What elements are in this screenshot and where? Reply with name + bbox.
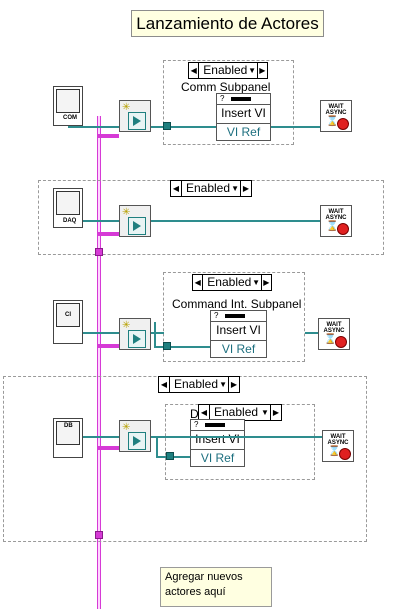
decrement-arrow-icon[interactable]: ◀ — [200, 408, 208, 417]
error-cluster-wire[interactable] — [97, 344, 119, 348]
ref-wire[interactable] — [154, 346, 210, 348]
ref-wire[interactable] — [154, 322, 156, 346]
tunnel-terminal[interactable] — [163, 122, 171, 130]
launch-actor-node-1[interactable]: ✳ — [119, 100, 151, 132]
decrement-arrow-icon[interactable]: ◀ — [172, 184, 180, 193]
stop-icon — [339, 448, 351, 460]
actor-icon-daq[interactable]: DAQ — [53, 188, 83, 228]
error-cluster-wire[interactable] — [97, 232, 119, 236]
stop-icon — [335, 336, 347, 348]
stop-icon — [337, 118, 349, 130]
insert-vi-method: Insert VI — [191, 431, 244, 450]
comment-note[interactable]: Agregar nuevos actores aquí — [160, 567, 272, 607]
case-selector-2[interactable]: ◀ Enabled ▼ ▶ — [170, 180, 252, 197]
increment-arrow-icon[interactable]: ▶ — [259, 66, 266, 75]
hourglass-icon: ⌛ — [326, 116, 339, 127]
diagram-title: Lanzamiento de Actores — [131, 10, 324, 37]
wait-async-node-4[interactable]: WAIT ASYNC⌛ — [322, 430, 354, 462]
increment-arrow-icon[interactable]: ▶ — [230, 380, 238, 389]
vi-ref-terminal: VI Ref — [200, 451, 235, 465]
hourglass-icon: ⌛ — [328, 446, 341, 457]
subpanel-caption-3: Command Int. Subpanel — [172, 297, 302, 311]
case-selector-1[interactable]: ◀ Enabled ▼ ▶ — [188, 62, 268, 79]
insert-vi-method: Insert VI — [211, 322, 266, 341]
dropdown-arrow-icon[interactable]: ▼ — [252, 278, 260, 287]
error-cluster-wire[interactable] — [97, 134, 119, 138]
ref-wire[interactable] — [68, 332, 164, 334]
wait-async-node-1[interactable]: WAIT ASYNC⌛ — [320, 100, 352, 132]
dropdown-arrow-icon[interactable]: ▼ — [248, 66, 256, 75]
ref-wire[interactable] — [156, 436, 324, 438]
increment-arrow-icon[interactable]: ▶ — [263, 278, 270, 287]
hourglass-icon: ⌛ — [324, 334, 337, 345]
tunnel-terminal[interactable] — [166, 452, 174, 460]
launch-actor-node-2[interactable]: ✳ — [119, 205, 151, 237]
ref-wire[interactable] — [305, 332, 323, 334]
actor-icon-com[interactable]: COM — [53, 86, 83, 126]
stop-icon — [337, 223, 349, 235]
insert-vi-method: Insert VI — [217, 105, 270, 124]
wait-async-node-3[interactable]: WAIT ASYNC⌛ — [318, 318, 350, 350]
dropdown-arrow-icon[interactable]: ▼ — [261, 408, 269, 417]
error-cluster-wire[interactable] — [97, 116, 101, 609]
dropdown-arrow-icon[interactable]: ▼ — [231, 184, 239, 193]
decrement-arrow-icon[interactable]: ◀ — [194, 278, 201, 287]
subpanel-caption-4: D — [190, 407, 199, 421]
tunnel-terminal[interactable] — [163, 342, 171, 350]
wire-junction[interactable] — [95, 531, 103, 539]
case-selector-3[interactable]: ◀ Enabled ▼ ▶ — [192, 274, 272, 291]
case-selector-4-outer[interactable]: ◀ Enabled ▼ ▶ — [158, 376, 240, 393]
ref-wire[interactable] — [271, 126, 323, 128]
hourglass-icon: ⌛ — [326, 221, 339, 232]
subpanel-caption-1: Comm Subpanel — [181, 80, 271, 94]
ref-wire[interactable] — [68, 220, 324, 222]
ref-wire[interactable] — [68, 436, 156, 438]
launch-actor-node-3[interactable]: ✳ — [119, 318, 151, 350]
increment-arrow-icon[interactable]: ▶ — [242, 184, 250, 193]
error-cluster-wire[interactable] — [97, 446, 119, 450]
vi-ref-terminal: VI Ref — [221, 342, 256, 356]
diagram-disable-structure-1[interactable] — [163, 60, 294, 145]
vi-ref-terminal: VI Ref — [226, 125, 261, 139]
ref-wire[interactable] — [156, 436, 158, 458]
actor-icon-ci[interactable]: CI — [53, 300, 83, 344]
wire-junction[interactable] — [95, 248, 103, 256]
decrement-arrow-icon[interactable]: ◀ — [160, 380, 168, 389]
increment-arrow-icon[interactable]: ▶ — [272, 408, 280, 417]
wait-async-node-2[interactable]: WAIT ASYNC⌛ — [320, 205, 352, 237]
actor-icon-db[interactable]: DB — [53, 418, 83, 458]
invoke-node-1[interactable]: ? Insert VI VI Ref — [216, 93, 271, 141]
invoke-node-4[interactable]: ? Insert VI VI Ref — [190, 419, 245, 467]
diagram-disable-structure-3[interactable] — [163, 272, 305, 362]
decrement-arrow-icon[interactable]: ◀ — [190, 66, 197, 75]
launch-actor-node-4[interactable]: ✳ — [119, 420, 151, 452]
invoke-node-3[interactable]: ? Insert VI VI Ref — [210, 310, 267, 358]
dropdown-arrow-icon[interactable]: ▼ — [219, 380, 227, 389]
